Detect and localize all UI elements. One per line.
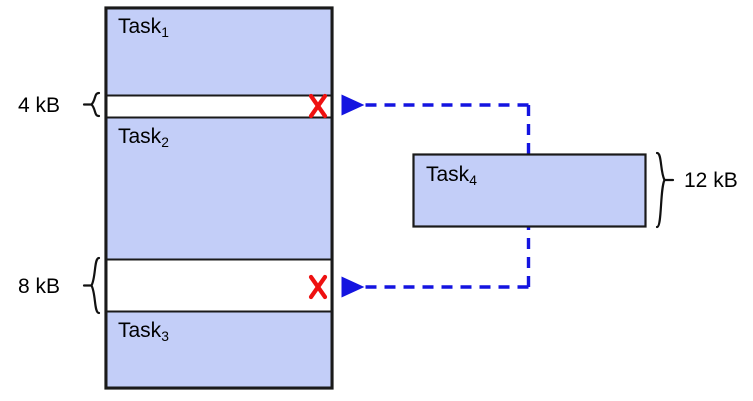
incoming-task-label: Task4 bbox=[426, 163, 477, 188]
hole-8kb-size-label: 8 kB bbox=[18, 275, 61, 298]
reject-mark-8kb bbox=[308, 274, 328, 300]
memory-hole-8kb bbox=[105, 258, 333, 313]
incoming-task-size-label: 12 kB bbox=[684, 169, 738, 192]
hole-4kb-size-label: 4 kB bbox=[18, 94, 61, 117]
incoming-task-box bbox=[412, 153, 647, 228]
memory-block-task1 bbox=[105, 7, 333, 97]
memory-block-task1-label: Task1 bbox=[118, 15, 169, 40]
memory-block-task2-label: Task2 bbox=[118, 125, 169, 150]
memory-block-task3-label: Task3 bbox=[118, 319, 169, 344]
brace-4kb bbox=[90, 91, 101, 118]
memory-block-task3 bbox=[105, 310, 333, 389]
reject-mark-4kb bbox=[308, 93, 328, 119]
brace-8kb bbox=[90, 256, 101, 315]
brace-12kb bbox=[655, 151, 666, 229]
memory-block-task2 bbox=[105, 116, 333, 261]
memory-hole-4kb bbox=[105, 94, 333, 119]
